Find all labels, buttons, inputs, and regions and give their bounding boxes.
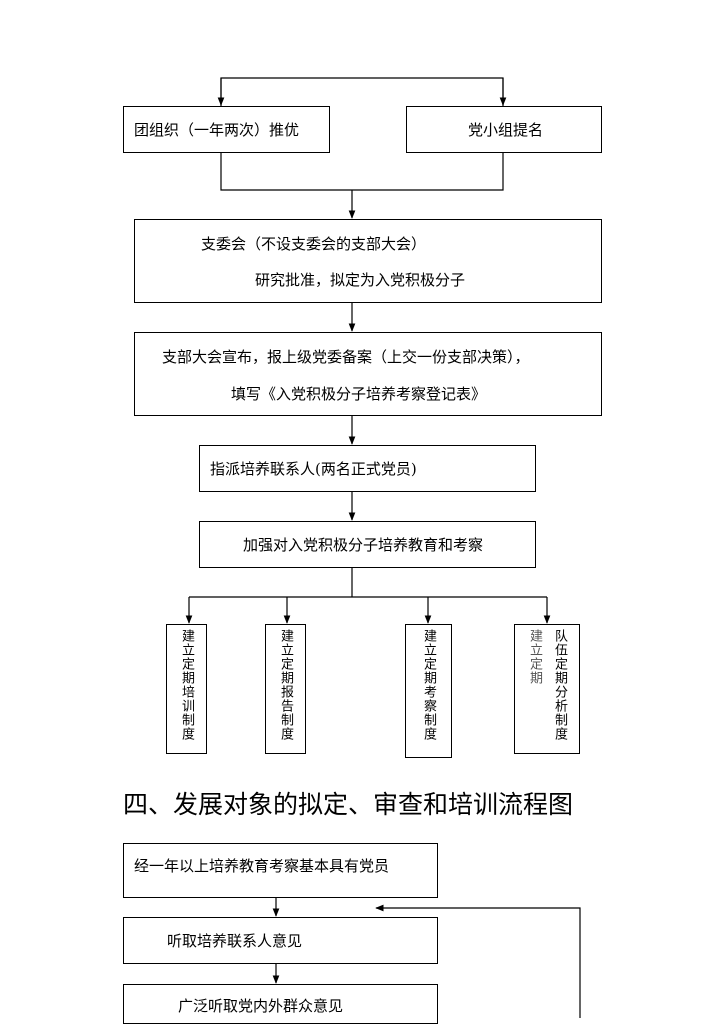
system-box-training: 建立定期培训制度 — [166, 624, 207, 754]
system-box-analysis: 建立定期 队伍定期分析制度 — [514, 624, 580, 754]
system-text-analysis-left: 建立定期 — [527, 629, 542, 685]
merge-line — [220, 153, 504, 191]
system-box-report: 建立定期报告制度 — [265, 624, 306, 754]
league-recommend-box: 团组织（一年两次）推优 — [123, 106, 330, 153]
party-group-nominate-text: 党小组提名 — [468, 121, 544, 139]
system-text-training: 建立定期培训制度 — [179, 629, 194, 741]
strengthen-text: 加强对入党积极分子培养教育和考察 — [243, 536, 484, 554]
system-text-analysis-right: 队伍定期分析制度 — [552, 629, 567, 741]
assign-contacts-text: 指派培养联系人(两名正式党员) — [210, 460, 417, 478]
section-heading: 四、发展对象的拟定、审查和培训流程图 — [123, 790, 574, 819]
announce-line-1: 支部大会宣布，报上级党委备案（上交一份支部决策）， — [162, 348, 530, 366]
assign-contacts-box: 指派培养联系人(两名正式党员) — [199, 445, 536, 492]
system-text-inspection: 建立定期考察制度 — [421, 629, 436, 741]
committee-line-2: 研究批准，拟定为入党积极分子 — [255, 271, 466, 289]
branch-committee-box: 支委会（不设支委会的支部大会） 研究批准，拟定为入党积极分子 — [134, 219, 602, 303]
step2-text: 听取培养联系人意见 — [167, 932, 303, 950]
system-box-inspection: 建立定期考察制度 — [405, 624, 452, 758]
step2-box: 听取培养联系人意见 — [123, 917, 438, 964]
step3-box: 广泛听取党内外群众意见 — [123, 984, 438, 1024]
branch-announce-box: 支部大会宣布，报上级党委备案（上交一份支部决策）， 填写《入党积极分子培养考察登… — [134, 332, 602, 416]
system-text-report: 建立定期报告制度 — [278, 629, 293, 741]
committee-line-1: 支委会（不设支委会的支部大会） — [201, 235, 427, 253]
party-group-nominate-box: 党小组提名 — [406, 106, 602, 153]
announce-line-2: 填写《入党积极分子培养考察登记表》 — [231, 385, 487, 403]
step3-text: 广泛听取党内外群众意见 — [178, 997, 344, 1015]
league-recommend-text: 团组织（一年两次）推优 — [134, 121, 300, 139]
step1-text: 经一年以上培养教育考察基本具有党员 — [134, 857, 390, 875]
step1-box: 经一年以上培养教育考察基本具有党员 — [123, 843, 438, 898]
feedback-loop-arrow — [375, 904, 581, 1018]
top-split-line — [220, 77, 504, 106]
strengthen-box: 加强对入党积极分子培养教育和考察 — [199, 521, 536, 568]
